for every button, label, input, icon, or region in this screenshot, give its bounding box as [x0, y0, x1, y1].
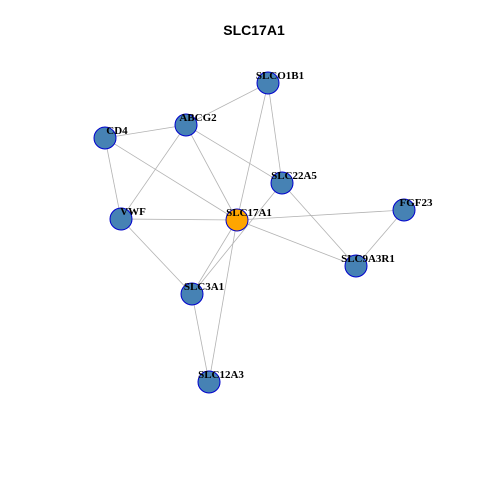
node-circle [174, 113, 198, 137]
edge-abcg2-vwf [120, 124, 187, 220]
node-slc17a1: SLC17A1 [225, 207, 272, 232]
edge-cd4-vwf [104, 137, 122, 220]
node-label: ABCG2 [179, 112, 217, 124]
edge-layer [104, 82, 405, 383]
node-slco1b1: SLCO1B1 [256, 70, 304, 95]
edge-slc22a5-slc9a3r1 [281, 182, 357, 267]
edge-fgf23-slc9a3r1 [355, 209, 405, 267]
node-vwf: VWF [109, 206, 146, 231]
edge-slc17a1-slc12a3 [208, 219, 238, 383]
node-label: SLC12A3 [198, 369, 244, 381]
edge-slc3a1-slc12a3 [191, 293, 210, 383]
node-label: SLC3A1 [184, 281, 224, 293]
node-abcg2: ABCG2 [174, 112, 217, 137]
node-circle [392, 198, 416, 222]
node-cd4: CD4 [93, 125, 128, 150]
edge-slco1b1-slc17a1 [236, 82, 269, 221]
node-label: SLC17A1 [226, 207, 272, 219]
edge-slco1b1-slc22a5 [267, 82, 283, 184]
node-label: FGF23 [400, 197, 433, 209]
edge-slc22a5-slc3a1 [191, 182, 283, 295]
node-circle [225, 208, 249, 232]
node-slc3a1: SLC3A1 [180, 281, 224, 306]
node-label: SLCO1B1 [256, 70, 304, 82]
edge-vwf-slc3a1 [120, 218, 193, 295]
node-circle [109, 207, 133, 231]
node-label: VWF [120, 206, 146, 218]
node-circle [197, 370, 221, 394]
edge-slc17a1-slc3a1 [191, 219, 238, 295]
edge-abcg2-cd4 [104, 124, 187, 139]
node-slc9a3r1: SLC9A3R1 [341, 253, 395, 278]
node-label: CD4 [106, 125, 128, 137]
edge-slco1b1-abcg2 [185, 82, 269, 126]
node-circle [93, 126, 117, 150]
node-circle [256, 71, 280, 95]
node-slc12a3: SLC12A3 [197, 369, 244, 394]
node-label: SLC22A5 [271, 170, 317, 182]
node-circle [180, 282, 204, 306]
node-fgf23: FGF23 [392, 197, 433, 222]
edge-abcg2-slc17a1 [185, 124, 238, 221]
edge-slc17a1-fgf23 [236, 209, 405, 221]
node-circle [344, 254, 368, 278]
node-label: SLC9A3R1 [341, 253, 395, 265]
edge-slc17a1-slc9a3r1 [236, 219, 357, 267]
edge-vwf-slc17a1 [120, 218, 238, 221]
edge-cd4-slc17a1 [104, 137, 238, 221]
diagram-title: SLC17A1 [223, 22, 285, 38]
node-slc22a5: SLC22A5 [270, 170, 317, 195]
edge-abcg2-slc22a5 [185, 124, 283, 184]
node-circle [270, 171, 294, 195]
